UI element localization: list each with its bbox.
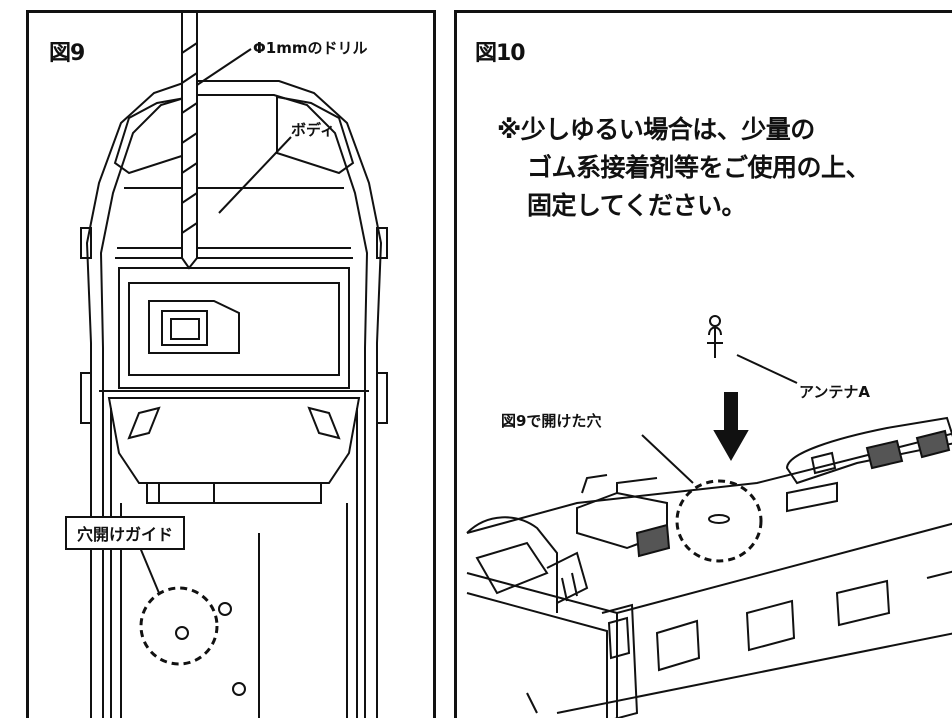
note-line-1: ※少しゆるい場合は、少量の [497, 115, 815, 144]
note-line-2: ゴム系接着剤等をご使用の上、 [527, 153, 871, 182]
drill-label: Φ1mmのドリル [253, 39, 368, 57]
antenna-a-label: アンテナA [799, 383, 871, 401]
figure-10-panel: 図10 ※少しゆるい場合は、少量の ゴム系接着剤等をご使用の上、 固定してくださ… [454, 10, 952, 718]
note-line-3: 固定してください。 [527, 191, 747, 220]
locomotive-top-view-drawing [80, 13, 388, 718]
drilling-guide-label: 穴開けガイド [65, 516, 186, 550]
body-label: ボディ [291, 121, 335, 139]
figure-10-title: 図10 [475, 41, 526, 66]
figure-9-title: 図9 [49, 41, 85, 66]
locomotive-perspective-drawing [466, 315, 952, 718]
figure-9-panel: 図9 Φ1mmのドリル ボディ [26, 10, 436, 718]
fixing-note: ※少しゆるい場合は、少量の ゴム系接着剤等をご使用の上、 固定してください。 [497, 111, 871, 225]
drilled-hole-label: 図9で開けた穴 [501, 412, 602, 430]
